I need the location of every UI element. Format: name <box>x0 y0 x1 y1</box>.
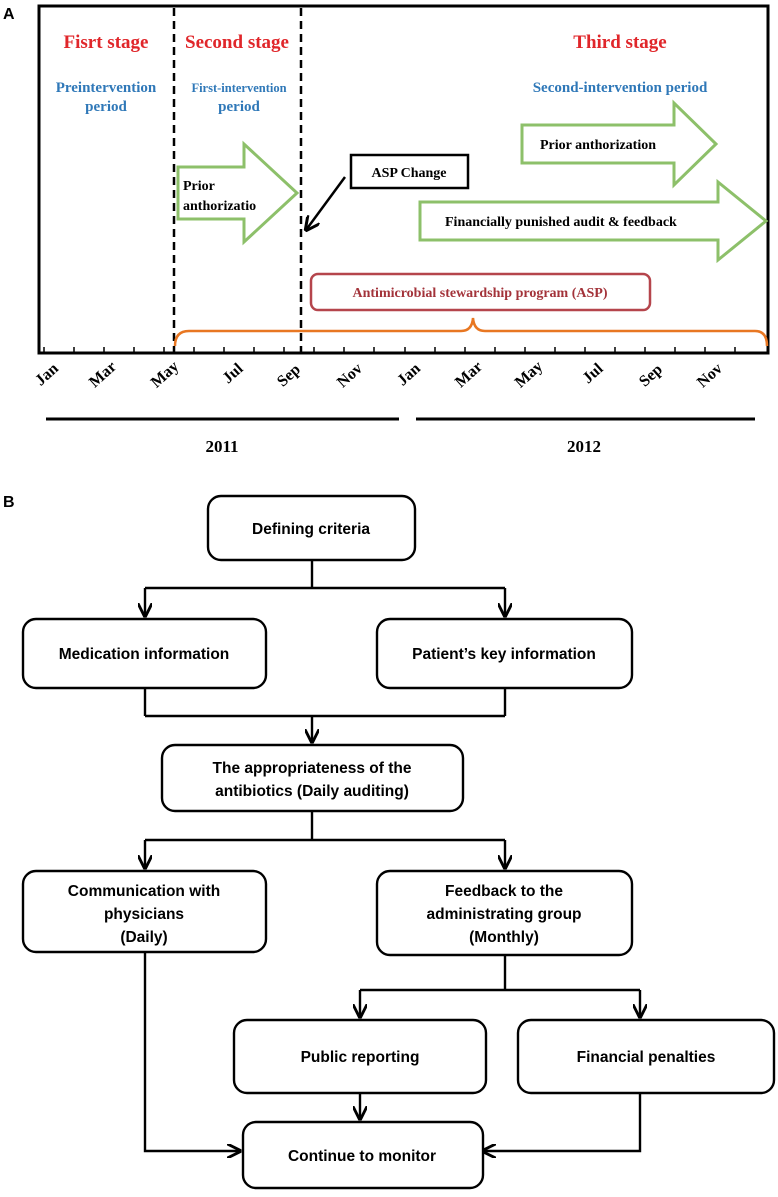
month-label: Nov <box>334 360 366 391</box>
month-label: Nov <box>694 360 726 391</box>
financial-audit-label: Financially punished audit & feedback <box>445 215 677 230</box>
timeline-frame <box>37 4 770 355</box>
continue-monitor-label: Continue to monitor <box>288 1148 436 1165</box>
appropriateness-line1: The appropriateness of the <box>213 760 412 777</box>
year-label-2012: 2012 <box>567 437 601 456</box>
month-label: Jan <box>394 360 424 389</box>
month-label: Sep <box>636 361 666 390</box>
feedback-box <box>375 869 634 957</box>
stage-third-title: Third stage <box>573 32 666 53</box>
prior-short-line1: Prior <box>183 179 215 194</box>
communication-line1: Communication with <box>68 883 220 900</box>
month-label: May <box>512 358 546 391</box>
asp-bracket <box>173 317 769 347</box>
year-label-2011: 2011 <box>205 437 238 456</box>
stage-first-title: Fisrt stage <box>64 32 149 53</box>
period-pre-line1: Preintervention <box>56 80 157 96</box>
public-reporting-box <box>232 1018 488 1095</box>
month-label: Mar <box>86 358 120 391</box>
period-first-line1: First-intervention <box>191 81 286 95</box>
communication-box <box>21 869 268 954</box>
period-pre-line2: period <box>85 99 127 115</box>
feedback-line1: Feedback to the <box>445 883 563 900</box>
month-ticks <box>43 347 736 353</box>
asp-change-pointer <box>306 176 347 230</box>
continue-monitor-box <box>241 1120 485 1190</box>
feedback-line2: administrating group <box>427 906 582 923</box>
asp-change-box <box>349 153 470 190</box>
prior-short-line2: anthorizatio <box>183 199 256 214</box>
appropriateness-line2: antibiotics (Daily auditing) <box>215 783 409 800</box>
medication-info-label: Medication information <box>59 646 230 663</box>
month-label: Mar <box>452 358 486 391</box>
financial-penalties-label: Financial penalties <box>577 1049 716 1066</box>
month-label: May <box>148 358 182 391</box>
patient-info-box <box>375 617 634 690</box>
asp-program-box <box>309 272 652 312</box>
stage-second-title: Second stage <box>185 32 289 53</box>
communication-line3: (Daily) <box>120 929 167 946</box>
period-second: Second-intervention period <box>533 80 708 96</box>
asp-change-label: ASP Change <box>371 166 446 181</box>
communication-line2: physicians <box>104 906 184 923</box>
flowchart-connectors <box>145 560 640 1151</box>
panel-b-label: B <box>3 494 15 511</box>
prior-authorization-short-arrow <box>176 140 300 246</box>
month-label: Jul <box>579 360 607 387</box>
prior-authorization-long-arrow <box>520 99 719 189</box>
asp-program-label: Antimicrobial stewardship program (ASP) <box>353 286 608 301</box>
financial-audit-arrow <box>418 178 769 264</box>
month-label: Jan <box>32 360 62 389</box>
medication-info-box <box>21 617 268 690</box>
financial-penalties-box <box>516 1018 776 1095</box>
prior-long-label: Prior anthorization <box>540 138 656 153</box>
appropriateness-box <box>160 743 465 813</box>
month-labels: Jan Mar May Jul Sep Nov Jan Mar May Jul … <box>32 358 726 391</box>
month-label: Jul <box>219 360 247 387</box>
feedback-line3: (Monthly) <box>469 929 539 946</box>
panel-a-label: A <box>3 6 15 23</box>
defining-criteria-box <box>206 494 417 562</box>
period-first-line2: period <box>218 99 260 115</box>
defining-criteria-label: Defining criteria <box>252 521 370 538</box>
patient-info-label: Patient’s key information <box>412 646 596 663</box>
public-reporting-label: Public reporting <box>301 1049 420 1066</box>
month-label: Sep <box>274 361 304 390</box>
